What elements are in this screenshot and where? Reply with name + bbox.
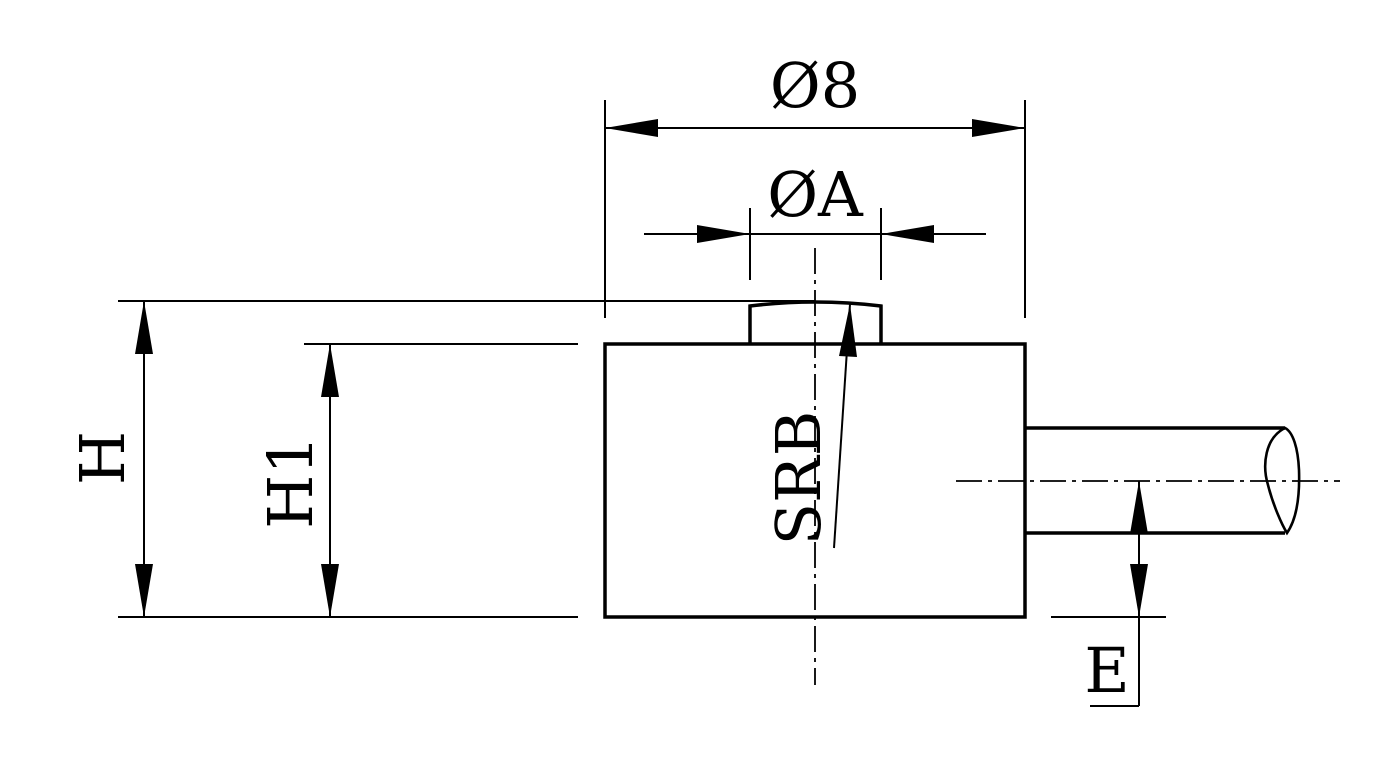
- arrow-h-top: [135, 301, 153, 354]
- arrow-a-right: [881, 225, 934, 243]
- label-h1: H1: [254, 435, 327, 529]
- arrow-a-left: [697, 225, 750, 243]
- arrow-e-bottom: [1130, 564, 1148, 617]
- label-h: H: [66, 431, 139, 485]
- label-srb: SRB: [762, 411, 835, 546]
- arrow-left: [605, 119, 658, 137]
- label-e: E: [1084, 634, 1129, 707]
- arrow-right: [972, 119, 1025, 137]
- cable: [1025, 426, 1285, 535]
- label-diameter-a: ØA: [767, 158, 864, 231]
- label-diameter-8: Ø8: [770, 49, 860, 122]
- arrow-h-bottom: [135, 564, 153, 617]
- cable-break: [1263, 426, 1301, 536]
- arrow-e-top: [1130, 481, 1148, 534]
- arrow-h1-bottom: [321, 564, 339, 617]
- arrow-srb: [839, 304, 857, 357]
- arrow-h1-top: [321, 344, 339, 397]
